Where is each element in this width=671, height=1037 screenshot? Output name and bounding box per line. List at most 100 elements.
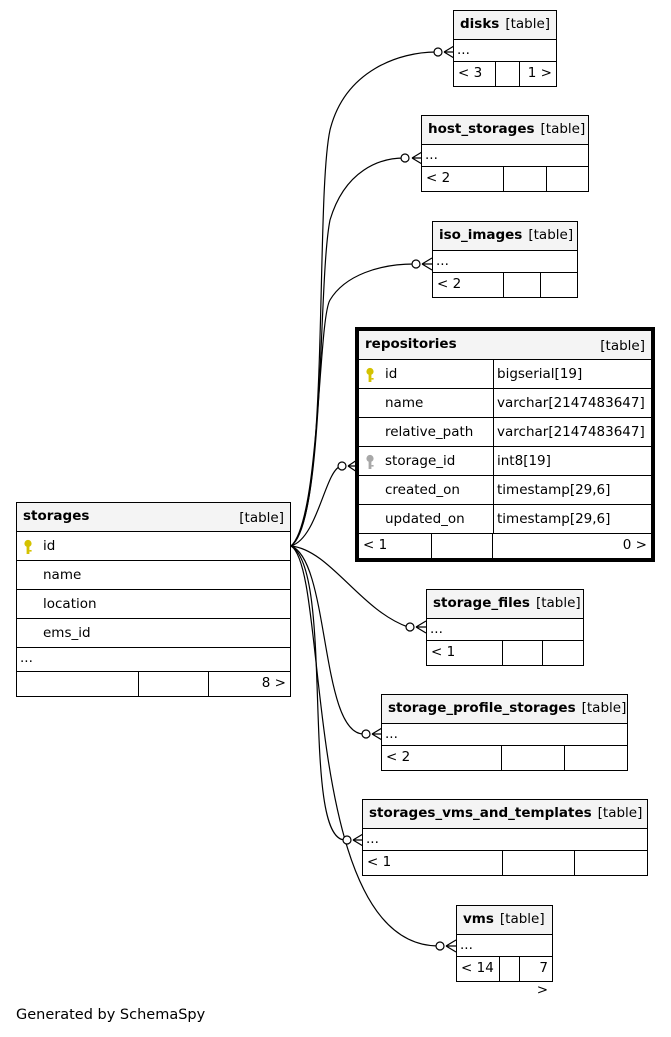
column-name: ems_id <box>43 625 91 641</box>
edge-repositories <box>290 465 342 547</box>
edge-iso-images <box>290 263 415 547</box>
parents-count[interactable]: < 2 <box>422 167 504 191</box>
table-iso-images[interactable]: iso_images [table] ... < 2 <box>432 221 578 298</box>
column-row[interactable]: storage_id int8[19] <box>359 447 651 476</box>
ellipsis-text: ... <box>425 147 438 163</box>
ellipsis-row: ... <box>427 619 583 641</box>
footer-mid <box>432 534 493 558</box>
column-name: name <box>43 567 82 583</box>
table-header: iso_images [table] <box>433 222 577 251</box>
column-name: id <box>385 366 398 382</box>
edge-storage-profile-storages <box>290 545 365 735</box>
column-row[interactable]: location <box>17 590 290 619</box>
table-storages-vms-and-templates[interactable]: storages_vms_and_templates[table] ... < … <box>362 799 648 876</box>
table-header: storages [table] <box>17 503 290 532</box>
footer-mid <box>139 672 209 696</box>
children-count[interactable]: 7 > <box>536 960 548 998</box>
column-row[interactable]: relative_path varchar[2147483647] <box>359 418 651 447</box>
table-footer: 8 > <box>17 672 290 696</box>
column-row[interactable]: updated_on timestamp[29,6] <box>359 505 651 534</box>
children-count[interactable]: 0 > <box>622 537 647 553</box>
table-type: [table] <box>239 510 284 526</box>
primary-key-icon <box>24 539 32 554</box>
table-header: vms[table] <box>457 906 552 935</box>
table-header: storages_vms_and_templates[table] <box>363 800 647 829</box>
column-name: id <box>43 538 56 554</box>
column-row[interactable]: name <box>17 561 290 590</box>
column-name: storage_id <box>385 453 456 469</box>
children-count[interactable] <box>565 746 627 770</box>
parents-count[interactable]: < 14 <box>457 957 500 981</box>
table-name: storage_files <box>433 595 530 611</box>
column-name: location <box>43 596 97 612</box>
column-row[interactable]: id bigserial[19] <box>359 360 651 389</box>
ellipsis-row: ... <box>457 935 552 957</box>
table-vms[interactable]: vms[table] ... < 14 7 > <box>456 905 553 998</box>
children-count[interactable] <box>543 641 583 665</box>
table-header: disks[table] <box>454 11 556 40</box>
column-name: name <box>385 395 424 411</box>
children-count[interactable] <box>541 273 577 297</box>
table-repositories[interactable]: repositories [table] id bigserial[19] na… <box>355 327 655 562</box>
table-type: [table] <box>528 227 574 243</box>
footer-mid <box>504 167 547 191</box>
parents-count[interactable]: < 1 <box>363 851 503 875</box>
column-type: int8[19] <box>493 447 551 476</box>
table-disks[interactable]: disks[table] ... < 3 1 > <box>453 10 557 87</box>
footer-mid <box>500 957 520 981</box>
parents-count[interactable]: < 2 <box>382 746 502 770</box>
table-name: storages <box>23 508 90 524</box>
footer-mid <box>503 851 575 875</box>
children-count[interactable]: 8 > <box>261 675 286 691</box>
table-name: storage_profile_storages <box>388 700 576 716</box>
children-count[interactable] <box>547 167 588 191</box>
edge-vms <box>290 545 439 947</box>
column-row[interactable]: ems_id <box>17 619 290 648</box>
generated-by-label: Generated by SchemaSpy <box>16 1007 206 1023</box>
parents-count[interactable]: < 3 <box>454 62 496 86</box>
table-header: storage_profile_storages [table] <box>382 695 627 724</box>
footer-mid <box>503 641 543 665</box>
table-footer: < 3 1 > <box>454 62 556 86</box>
parents-count[interactable]: < 2 <box>433 273 504 297</box>
table-footer: < 2 <box>382 746 627 770</box>
table-footer: < 1 <box>427 641 583 665</box>
column-name: relative_path <box>385 424 474 440</box>
children-count[interactable] <box>575 851 647 875</box>
primary-key-icon <box>366 367 374 382</box>
table-name: iso_images <box>439 227 523 243</box>
edge-storage-files <box>290 545 409 628</box>
edge-host-storages <box>290 157 405 547</box>
ellipsis-row: ... <box>433 251 577 273</box>
column-type: varchar[2147483647] <box>493 418 645 447</box>
table-footer: < 2 <box>422 167 588 191</box>
table-footer: < 2 <box>433 273 577 297</box>
children-count[interactable]: 1 > <box>527 65 552 81</box>
ellipsis-text: ... <box>20 650 33 666</box>
parents-count[interactable]: < 1 <box>427 641 503 665</box>
parents-count[interactable]: < 1 <box>359 534 432 558</box>
ellipsis-text: ... <box>385 726 398 742</box>
table-footer: < 14 7 > <box>457 957 552 998</box>
column-row[interactable]: created_on timestamp[29,6] <box>359 476 651 505</box>
table-footer: < 1 0 > <box>359 534 651 558</box>
table-host-storages[interactable]: host_storages[table] ... < 2 <box>421 115 589 192</box>
table-footer: < 1 <box>363 851 647 875</box>
table-storage-files[interactable]: storage_files [table] ... < 1 <box>426 589 584 666</box>
ellipsis-text: ... <box>436 253 449 269</box>
table-type: [table] <box>581 700 627 716</box>
foreign-key-icon <box>366 454 374 469</box>
parents-count[interactable] <box>17 672 139 696</box>
column-type: timestamp[29,6] <box>493 505 610 534</box>
table-type: [table] <box>540 121 586 137</box>
column-row[interactable]: name varchar[2147483647] <box>359 389 651 418</box>
table-header: storage_files [table] <box>427 590 583 619</box>
table-type: [table] <box>535 595 581 611</box>
table-storage-profile-storages[interactable]: storage_profile_storages [table] ... < 2 <box>381 694 628 771</box>
table-type: [table] <box>505 16 551 32</box>
column-row[interactable]: id <box>17 532 290 561</box>
table-header: repositories [table] <box>359 331 651 360</box>
table-storages[interactable]: storages [table] id name location ems_id… <box>16 502 291 697</box>
ellipsis-text: ... <box>457 42 470 58</box>
